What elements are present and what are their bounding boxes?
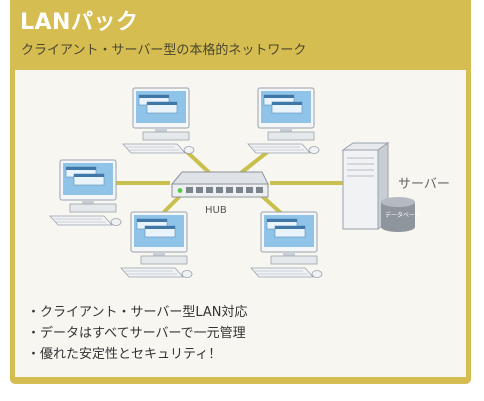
feature-list: ・クライアント・サーバー型LAN対応 ・データはすべてサーバーで一元管理 ・優れ…: [27, 302, 248, 365]
client-pc-left: [49, 159, 122, 226]
cable-bottom-left: [160, 194, 182, 216]
feature-item: ・優れた安定性とセキュリティ！: [27, 347, 222, 362]
server-tower: [341, 142, 390, 230]
client-pc-top-left: [122, 87, 195, 154]
feature-item: ・クライアント・サーバー型LAN対応: [27, 305, 248, 320]
client-pc-top-right: [247, 87, 320, 154]
card-title: LANパック: [20, 10, 139, 35]
database-icon: [381, 197, 415, 232]
cable-bottom-right: [260, 194, 284, 216]
feature-item: ・データはすべてサーバーで一元管理: [27, 326, 246, 341]
server-label: サーバー: [398, 177, 450, 192]
hub-device: [170, 171, 269, 198]
card-subtitle: クライアント・サーバー型の本格的ネットワーク: [21, 43, 307, 58]
client-pc-bottom-right: [250, 211, 323, 278]
client-pc-bottom-left: [120, 211, 193, 278]
database-label: データベース: [385, 211, 421, 219]
hub-label: HUB: [205, 205, 227, 216]
